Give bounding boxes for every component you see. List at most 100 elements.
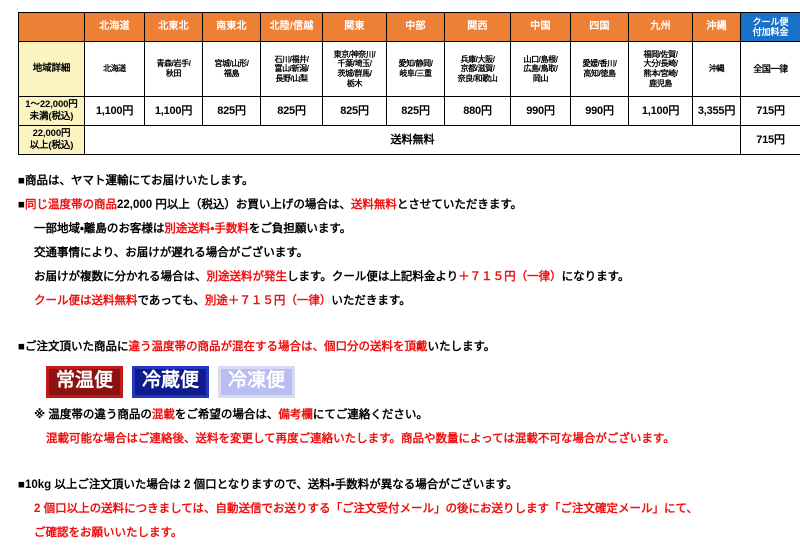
note-text-1: 22,000 円以上（税込）お買い上げの場合は、 — [117, 200, 351, 212]
note-text: ■商品は、ヤマト運輸にてお届けいたします。 — [18, 176, 253, 188]
note-mixed-temp-highlight: 違う温度帯の商品が混在する場合は、個口分の送料を頂戴 — [128, 342, 427, 354]
table-header-row: 北海道 北東北 南東北 北陸/信越 関東 中部 関西 中国 四国 九州 沖縄 ク… — [19, 13, 800, 42]
detail-minamitohoku: 宮城/山形/福島 — [203, 42, 261, 97]
table-row-region-detail: 地域詳細 北海道 青森/岩手/秋田 宮城/山形/福島 石川/福井/富山/新潟/長… — [19, 42, 800, 97]
note-mixed-load-highlight: 混載 — [152, 410, 175, 422]
price-minamitohoku: 825円 — [203, 97, 261, 126]
note-text-2: をご負担願います。 — [249, 224, 351, 236]
note-text-1: 一部地域・離島のお客様は — [34, 224, 164, 236]
note-delivery-carrier: ■商品は、ヤマト運輸にてお届けいたします。 — [18, 170, 788, 194]
detail-text: 青森/岩手/秋田 — [156, 59, 190, 78]
note-text-1: ※ 温度帯の違う商品の — [34, 410, 152, 422]
note-mixed-load-request: ※ 温度帯の違う商品の混載をご希望の場合は、備考欄にてご連絡ください。 — [18, 404, 788, 428]
detail-text: 宮城/山形/福島 — [214, 59, 248, 78]
detail-chubu: 愛知/静岡/岐阜/三重 — [387, 42, 445, 97]
row-label-over-22000: 22,000円 以上(税込) — [19, 126, 85, 155]
detail-hokuriku-shinetsu: 石川/福井/富山/新潟/長野/山梨 — [261, 42, 323, 97]
row-label-under-22000: 1～22,000円 未満(税込) — [19, 97, 85, 126]
note-text-3: にてご連絡ください。 — [313, 410, 428, 422]
detail-text: 愛媛/香川/高知/徳島 — [582, 59, 616, 78]
note-text: 交通事情により、お届けが遅れる場合がございます。 — [34, 248, 308, 260]
temperature-badge-group: 常温便 冷蔵便 冷凍便 — [18, 360, 788, 404]
header-region-okinawa: 沖縄 — [693, 13, 741, 42]
detail-shikoku: 愛媛/香川/高知/徳島 — [571, 42, 629, 97]
detail-text: 東京/神奈川/千葉/埼玉/茨城/群馬/栃木 — [334, 50, 376, 88]
note-text-1: お届けが複数に分かれる場合は、 — [34, 272, 207, 284]
header-region-kitatohoku: 北東北 — [145, 13, 203, 42]
note-bullet: ■ — [18, 342, 25, 354]
note-extra-shipping-highlight: 別途送料が発生 — [207, 272, 288, 284]
price-kansai: 880円 — [445, 97, 511, 126]
note-confirm-request: ご確認をお願いいたします。 — [18, 522, 788, 546]
detail-kansai: 兵庫/大阪/京都/滋賀/奈良/和歌山 — [445, 42, 511, 97]
detail-hokkaido: 北海道 — [85, 42, 145, 97]
note-text-2: をご希望の場合は、 — [175, 410, 279, 422]
header-cool-line2: 付加料金 — [752, 27, 788, 37]
table-row-under-22000: 1～22,000円 未満(税込) 1,100円 1,100円 825円 825円… — [19, 97, 800, 126]
price-cool-over: 715円 — [741, 126, 800, 155]
note-two-package-email: 2 個口以上の送料につきましては、自動送信でお送りする「ご注文受付メール」の後に… — [18, 498, 788, 522]
detail-text: 山口/島根/広島/鳥取/岡山 — [523, 55, 557, 83]
price-cool-under: 715円 — [741, 97, 800, 126]
note-text: 混載可能な場合はご連絡後、送料を変更して再度ご連絡いたします。商品や数量によって… — [46, 434, 675, 446]
price-shikoku: 990円 — [571, 97, 629, 126]
note-remarks-field-highlight: 備考欄 — [278, 410, 313, 422]
detail-text: 石川/福井/富山/新潟/長野/山梨 — [274, 55, 308, 83]
detail-kyushu: 福岡/佐賀/大分/長崎/熊本/宮崎/鹿児島 — [629, 42, 693, 97]
header-cool-line1: クール便 — [752, 17, 788, 27]
badge-frozen: 冷凍便 — [218, 366, 295, 398]
note-mixed-temperature: ■ご注文頂いた商品に違う温度帯の商品が混在する場合は、個口分の送料を頂戴いたしま… — [18, 336, 788, 360]
note-text-2: とさせていただきます。 — [397, 200, 522, 212]
header-blank-cell — [19, 13, 85, 42]
header-region-hokuriku-shinetsu: 北陸/信越 — [261, 13, 323, 42]
note-text-2: いただきます。 — [331, 296, 410, 308]
detail-text: 兵庫/大阪/京都/滋賀/奈良/和歌山 — [458, 55, 498, 83]
note-free-shipping-threshold: ■同じ温度帯の商品 22,000 円以上（税込）お買い上げの場合は、送料無料とさ… — [18, 194, 788, 218]
note-text: 10kg 以上ご注文頂いた場合は 2 個口となりますので、送料・手数料が異なる場… — [25, 480, 518, 492]
note-remote-area-fee: 一部地域・離島のお客様は別途送料・手数料をご負担願います。 — [18, 218, 788, 242]
note-cool-surcharge-highlight: ＋７１５円（一律） — [458, 272, 562, 284]
note-mixed-load-followup: 混載可能な場合はご連絡後、送料を変更して再度ご連絡いたします。商品や数量によって… — [18, 428, 788, 452]
header-region-kyushu: 九州 — [629, 13, 693, 42]
detail-kanto: 東京/神奈川/千葉/埼玉/茨城/群馬/栃木 — [323, 42, 387, 97]
note-text-2: します。クール便は上記料金より — [287, 272, 458, 284]
header-region-kanto: 関東 — [323, 13, 387, 42]
detail-okinawa: 沖縄 — [693, 42, 741, 97]
notes-spacer-2 — [18, 452, 788, 474]
detail-text: 福岡/佐賀/大分/長崎/熊本/宮崎/鹿児島 — [643, 50, 677, 88]
header-cool-surcharge: クール便 付加料金 — [741, 13, 800, 42]
detail-text: 北海道 — [103, 64, 126, 73]
price-hokkaido: 1,100円 — [85, 97, 145, 126]
note-text-2: いたします。 — [427, 342, 495, 354]
note-text-1: であっても、 — [138, 296, 205, 308]
price-kanto: 825円 — [323, 97, 387, 126]
note-split-delivery: お届けが複数に分かれる場合は、別途送料が発生します。クール便は上記料金より＋７１… — [18, 266, 788, 290]
row-label-region-detail: 地域詳細 — [19, 42, 85, 97]
note-extra-fee-highlight: 別途送料・手数料 — [164, 224, 248, 236]
note-bullet: ■ — [18, 200, 25, 212]
note-text-3: になります。 — [562, 272, 630, 284]
badge-chilled: 冷蔵便 — [132, 366, 209, 398]
header-region-shikoku: 四国 — [571, 13, 629, 42]
note-bullet: ■ — [18, 480, 25, 492]
notes-section: ■商品は、ヤマト運輸にてお届けいたします。 ■同じ温度帯の商品 22,000 円… — [18, 170, 788, 546]
note-10kg-two-packages: ■ 10kg 以上ご注文頂いた場合は 2 個口となりますので、送料・手数料が異な… — [18, 474, 788, 498]
note-extra-715-highlight: 別途＋７１５円（一律） — [205, 296, 332, 308]
price-hokuriku-shinetsu: 825円 — [261, 97, 323, 126]
badge-normal-temperature: 常温便 — [46, 366, 123, 398]
header-region-kansai: 関西 — [445, 13, 511, 42]
detail-chugoku: 山口/島根/広島/鳥取/岡山 — [511, 42, 571, 97]
note-text: 2 個口以上の送料につきましては、自動送信でお送りする「ご注文受付メール」の後に… — [34, 504, 698, 516]
row-label-line1: 1～22,000円 — [25, 99, 77, 110]
detail-text: 沖縄 — [709, 64, 724, 73]
row-label-line1: 22,000円 — [33, 128, 71, 139]
row-label-line2: 未満(税込) — [30, 111, 74, 122]
price-chugoku: 990円 — [511, 97, 571, 126]
detail-cool-nationwide: 全国一律 — [741, 42, 800, 97]
price-chubu: 825円 — [387, 97, 445, 126]
note-text: ご確認をお願いいたします。 — [34, 528, 182, 540]
price-kyushu: 1,100円 — [629, 97, 693, 126]
note-cool-free-highlight: クール便は送料無料 — [34, 296, 138, 308]
notes-spacer-1 — [18, 314, 788, 336]
header-region-chugoku: 中国 — [511, 13, 571, 42]
